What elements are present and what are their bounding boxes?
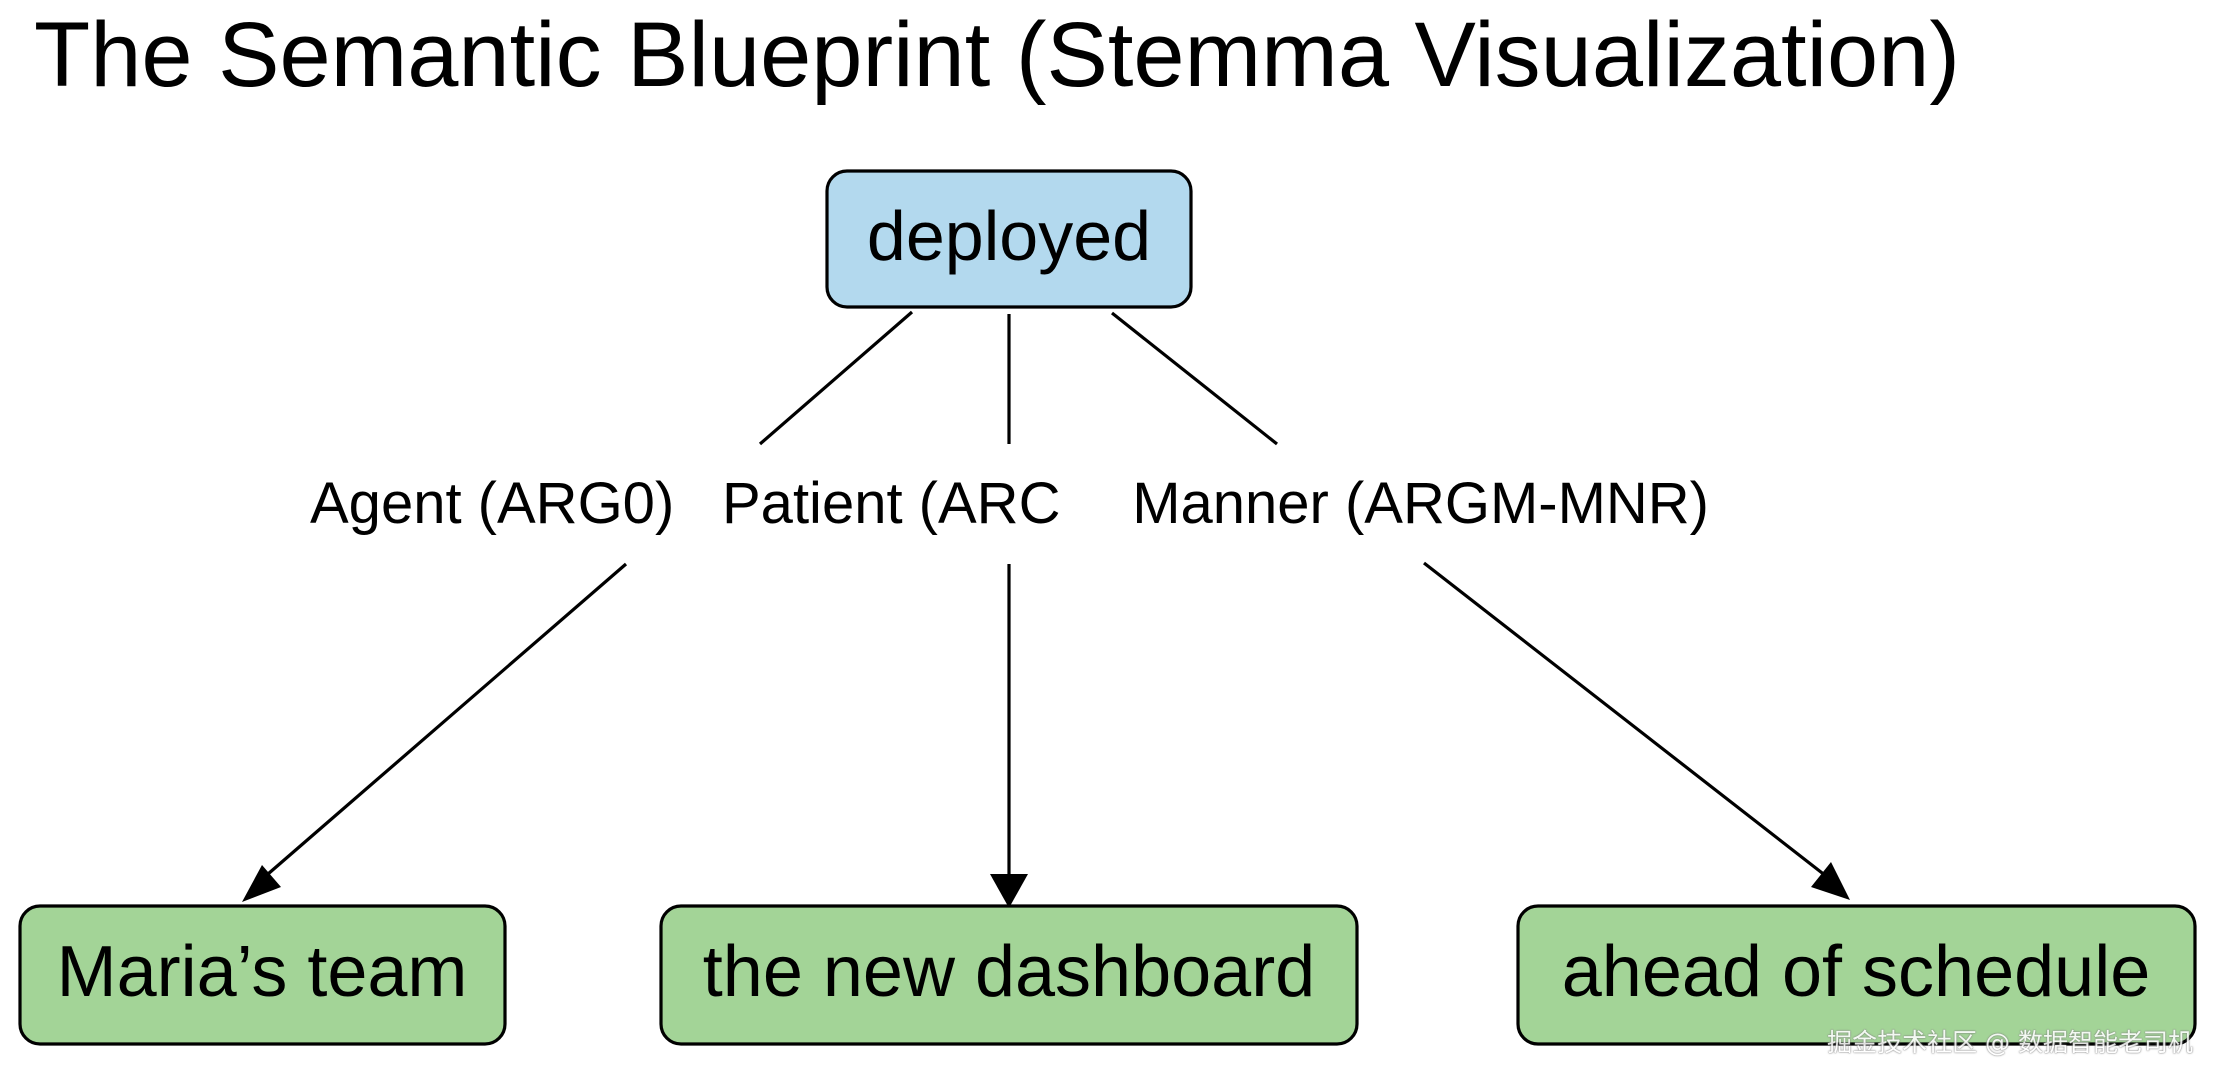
arrowhead-patient (990, 874, 1028, 908)
edge-arrow-manner (1423, 561, 1827, 878)
child-node-patient-label: the new dashboard (703, 932, 1315, 1012)
edge-line-root-manner (1111, 311, 1278, 446)
page-title: The Semantic Blueprint (Stemma Visualiza… (34, 4, 1961, 106)
root-node: deployed (825, 169, 1193, 309)
child-node-agent-box (18, 904, 507, 1046)
watermark: 掘金技术社区 @ 数据智能老司机 (1827, 1028, 2193, 1057)
edge-label-manner: Manner (ARGM-MNR) (1132, 471, 1709, 536)
edge-line-root-agent (758, 310, 914, 446)
child-node-manner-box (1516, 904, 2197, 1046)
child-node-manner-label: ahead of schedule (1562, 932, 2150, 1012)
root-node-label: deployed (867, 197, 1151, 275)
arrowhead-manner (1811, 862, 1850, 900)
edge-label-patient: Patient (ARC (722, 471, 1060, 536)
edge-label-agent: Agent (ARG0) (310, 471, 674, 536)
child-node-manner: ahead of schedule (1516, 904, 2197, 1046)
child-node-agent: Maria’s team (18, 904, 507, 1046)
child-node-patient: the new dashboard (659, 904, 1359, 1046)
edge-arrow-agent (266, 562, 628, 876)
arrowhead-agent (242, 865, 281, 902)
child-node-patient-box (659, 904, 1359, 1046)
child-node-agent-label: Maria’s team (57, 932, 468, 1012)
root-node-box (825, 169, 1193, 309)
